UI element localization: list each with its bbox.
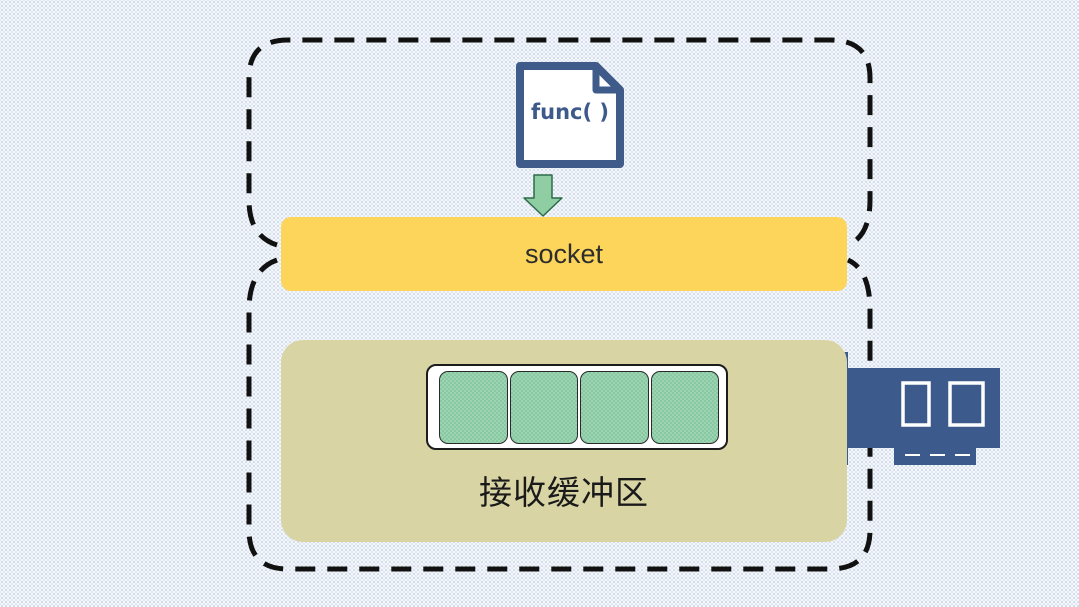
- buffer-cell: [580, 370, 649, 444]
- down-arrow-icon: [523, 174, 563, 217]
- function-file-icon: [516, 62, 624, 168]
- buffer-cell: [509, 370, 578, 444]
- buffer-cell: [439, 370, 508, 444]
- function-label: func( ): [531, 100, 609, 124]
- network-card-icon: [833, 352, 1000, 465]
- socket-label: socket: [524, 238, 604, 269]
- receive-buffer-label: 接收缓冲区: [479, 473, 649, 512]
- buffer-cell: [650, 370, 719, 444]
- buffer-queue: [426, 364, 728, 450]
- socket-bar: socket: [281, 217, 847, 291]
- kernel-space-boundary: [246, 257, 873, 572]
- user-space-boundary: [246, 37, 873, 248]
